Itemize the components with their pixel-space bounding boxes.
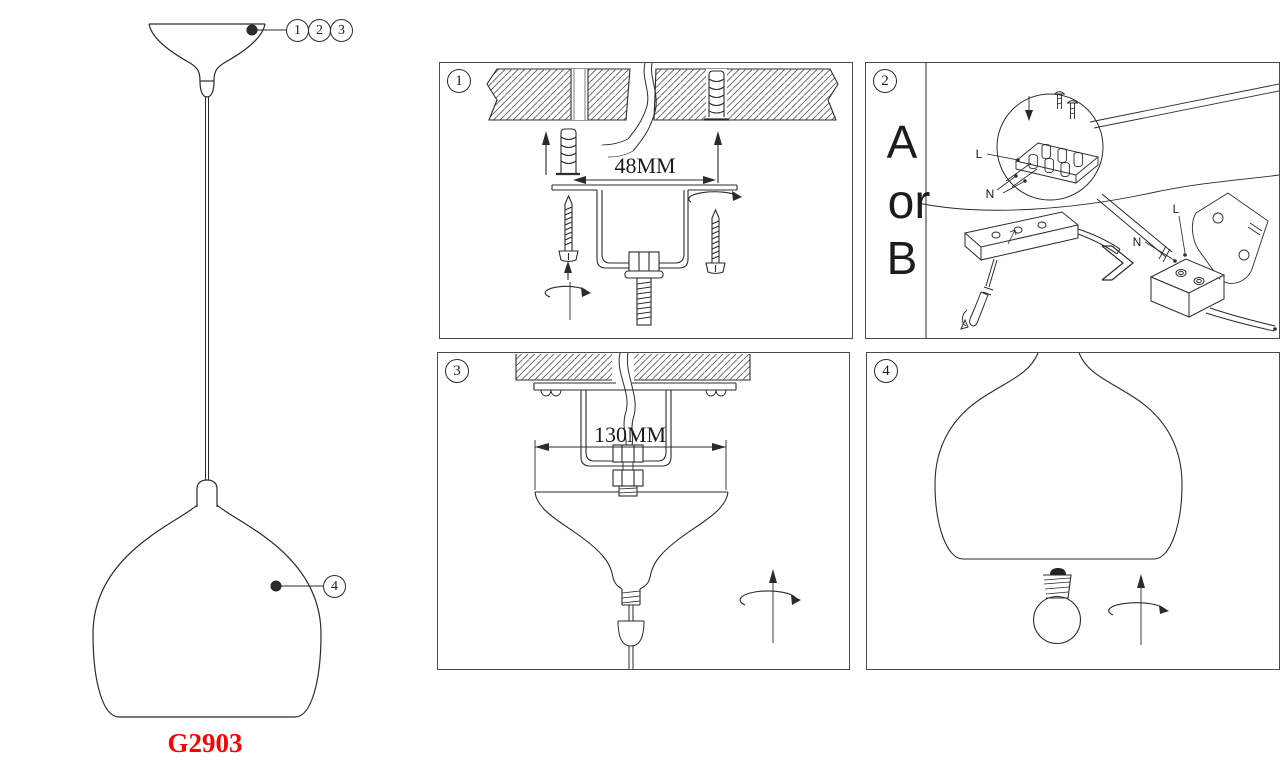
wire-label-leaders [986, 153, 1027, 194]
wire-label-leaders-b [1144, 215, 1187, 263]
step-3-drawing: 130MM [515, 353, 801, 669]
step-1-badge: 1 [447, 69, 471, 93]
screwdriver-icon [960, 258, 998, 330]
callout-leader-top [246, 24, 287, 36]
dimension-48mm-label: 48MM [614, 153, 675, 178]
connector-step-b [1096, 192, 1277, 332]
rotate-arrow-icon [688, 191, 742, 203]
suspension-cord [205, 97, 209, 480]
callout-leader-shade [270, 580, 323, 592]
dimension-130mm [534, 440, 727, 490]
ceiling-canopy [534, 491, 729, 606]
mains-wires [601, 63, 657, 158]
ceiling-hatch [515, 354, 751, 381]
callout-3: 3 [330, 19, 353, 42]
wall-anchor-inserted-icon [704, 70, 729, 121]
step-3-badge: 3 [445, 359, 469, 383]
callout-group-123: 1 2 3 [286, 19, 353, 42]
cable-b [1096, 193, 1173, 258]
wall-anchor-loose-icon [556, 128, 580, 176]
up-arrow-icon [542, 131, 722, 183]
terminal-block-icon [1005, 91, 1099, 188]
live-label: L [976, 147, 983, 161]
rotate-arrow-icon [739, 569, 801, 643]
pendant-lamp-drawing [92, 23, 323, 718]
screw-left-icon [558, 194, 579, 263]
callout-1: 1 [286, 19, 309, 42]
step-1-drawing: 48MM [486, 63, 839, 326]
panel-step-4: 4 [866, 352, 1280, 670]
screw-right-icon [705, 208, 726, 275]
panel-step-2: 2 [865, 62, 1280, 339]
terminal-cylinders [1028, 143, 1083, 178]
next-step-arrow-icon [1101, 245, 1134, 281]
callout-2: 2 [308, 19, 331, 42]
center-bolt [624, 251, 664, 326]
step-4-drawing [934, 353, 1183, 645]
ceiling-hatch [486, 68, 839, 121]
callout-4: 4 [323, 575, 346, 598]
center-bolt-nuts [612, 444, 644, 497]
lamp-shade [92, 479, 322, 718]
dimension-130mm-label: 130MM [594, 422, 666, 447]
light-bulb-icon [1032, 568, 1082, 645]
panel-step-3: 3 [437, 352, 850, 670]
mains-wires [618, 353, 636, 446]
option-a-label: A [887, 116, 918, 168]
neutral-label: N [986, 187, 995, 201]
ceiling-canopy [148, 23, 266, 98]
dimension-48mm [573, 176, 716, 184]
detail-circle [996, 93, 1104, 201]
option-or-label: or [888, 176, 931, 229]
product-code: G2903 [167, 728, 243, 758]
step-2-drawing: A or B L N L N [887, 63, 1279, 338]
cable-to-ceiling [1089, 83, 1279, 129]
up-arrow-icon [564, 261, 572, 280]
cord-and-grip [617, 605, 645, 669]
neutral-label-b: N [1133, 235, 1142, 249]
mounting-plate [533, 382, 737, 397]
rotate-arrow-icon [1108, 574, 1169, 645]
rotate-arrow-icon [544, 282, 591, 320]
down-arrow-icon [1025, 96, 1033, 121]
option-b-label: B [887, 232, 918, 284]
lamp-shade [934, 353, 1183, 560]
live-label-b: L [1173, 202, 1180, 216]
cable-curve [917, 174, 1279, 211]
terminal-screw-icon [1054, 91, 1078, 119]
step-2-badge: 2 [873, 69, 897, 93]
connector-step-a [963, 211, 1121, 262]
step-4-badge: 4 [874, 359, 898, 383]
panel-step-1: 1 [439, 62, 853, 339]
detail-wires [1005, 162, 1038, 188]
